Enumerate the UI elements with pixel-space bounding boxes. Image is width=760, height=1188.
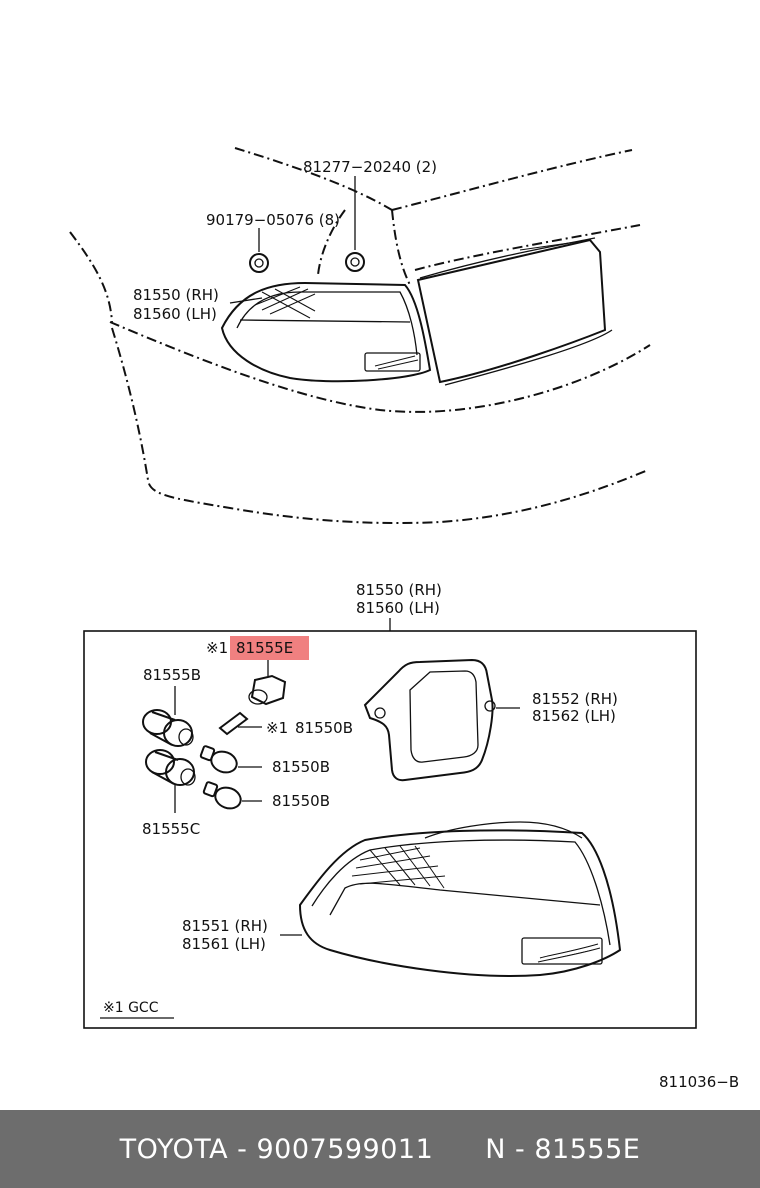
socket-c-icon (145, 749, 196, 786)
socket-b-icon (142, 709, 194, 747)
label-gasket-lh: 81562 (LH) (532, 707, 616, 725)
label-nut-top: 81277−20240 (2) (303, 158, 437, 176)
highlight-part-code[interactable]: 81555E (236, 639, 293, 657)
bulb-1-icon (199, 745, 238, 774)
wedge-bulb-icon (218, 711, 249, 736)
footer-part-info: TOYOTA - 9007599011 (119, 1133, 434, 1165)
label-wedge-code: 81550B (295, 719, 353, 737)
label-lamp-lh: 81560 (LH) (133, 305, 217, 323)
label-bulb-2: 81550B (272, 792, 330, 810)
vehicle-rear-view (69, 147, 651, 525)
lamp-lens-hatch (254, 286, 316, 319)
label-gasket-rh: 81552 (RH) (532, 690, 618, 708)
highlight-box[interactable] (230, 636, 309, 660)
footer-ref-info: N - 81555E (485, 1133, 641, 1165)
label-socket-b: 81555B (143, 666, 201, 684)
label-lamp-rh: 81550 (RH) (133, 286, 219, 304)
lens-hatch (351, 845, 446, 889)
label-nut-left: 90179−05076 (8) (206, 211, 340, 229)
parts-diagram: 81277−20240 (2) 90179−05076 (8) 81550 (R… (69, 147, 739, 1091)
socket-e-icon (248, 674, 287, 706)
exploded-view-frame (83, 630, 697, 1029)
label-socket-c: 81555C (142, 820, 200, 838)
nut-left-icon (249, 253, 269, 273)
box-header-rh: 81550 (RH) (356, 581, 442, 599)
footer-bar: TOYOTA - 9007599011 N - 81555E (0, 1110, 760, 1188)
label-lens-rh: 81551 (RH) (182, 917, 268, 935)
box-header-lh: 81560 (LH) (356, 599, 440, 617)
label-bulb-1: 81550B (272, 758, 330, 776)
nut-top-icon (345, 252, 365, 272)
bulb-2-icon (202, 781, 242, 810)
label-wedge-mark: ※1 (266, 719, 288, 737)
diagram-ref-code: 811036−B (659, 1073, 739, 1091)
note-gcc: ※1 GCC (103, 1000, 159, 1016)
lamp-lens-icon (298, 821, 622, 977)
label-lens-lh: 81561 (LH) (182, 935, 266, 953)
gasket-icon (363, 658, 496, 782)
highlight-mark: ※1 (206, 639, 228, 657)
